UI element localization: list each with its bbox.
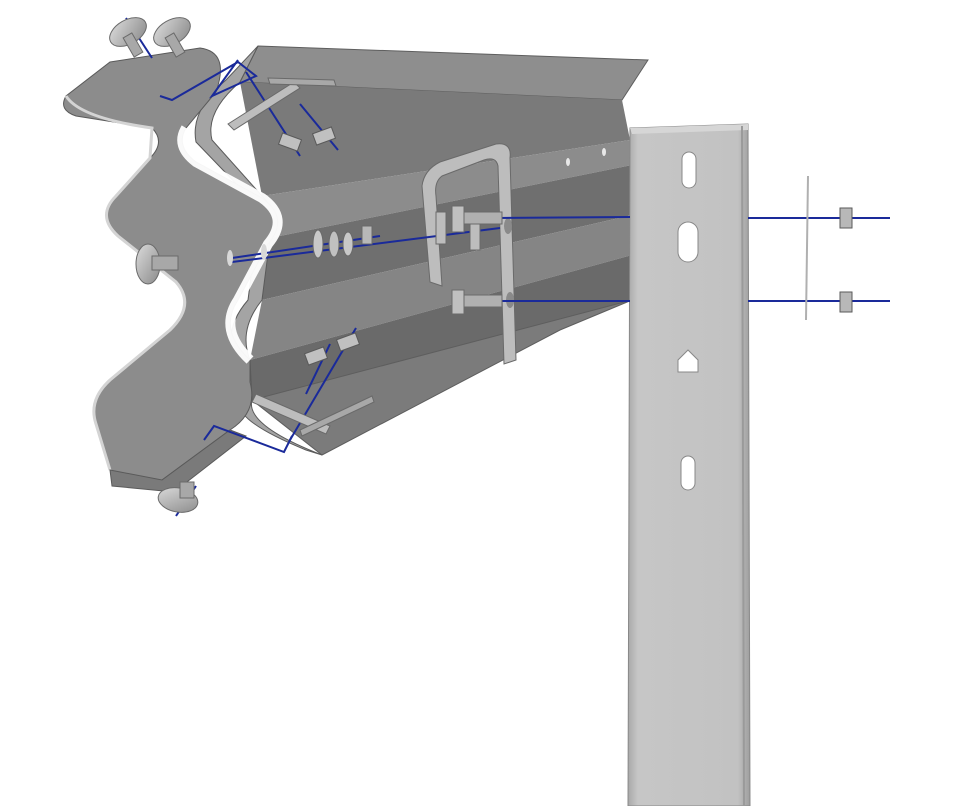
nut-icon bbox=[839, 291, 853, 313]
post-slot bbox=[677, 221, 699, 263]
bolt-icon bbox=[109, 17, 147, 58]
bolt-icon bbox=[135, 243, 179, 285]
washer-plate-icon bbox=[251, 393, 375, 437]
alignment-marker bbox=[805, 175, 809, 321]
bolt-icon bbox=[157, 481, 199, 513]
washer-plates bbox=[227, 77, 375, 437]
nut-icon bbox=[303, 332, 361, 366]
steel-post bbox=[627, 123, 751, 806]
assembly-lines bbox=[125, 17, 890, 517]
nuts bbox=[277, 126, 853, 366]
nut-icon bbox=[277, 126, 337, 152]
bolt-icon bbox=[451, 205, 503, 233]
post-slot bbox=[680, 455, 696, 491]
bolt-icon bbox=[451, 289, 503, 315]
post-slot bbox=[681, 151, 697, 189]
nut-icon bbox=[839, 207, 853, 229]
post-slot bbox=[677, 349, 699, 373]
bolt-icon bbox=[153, 17, 191, 58]
bolt-icon bbox=[435, 211, 481, 251]
bolt-icon bbox=[227, 225, 373, 266]
splice-bolts bbox=[109, 17, 199, 513]
hex-bolts bbox=[227, 205, 503, 315]
washer-plate-icon bbox=[227, 77, 337, 131]
